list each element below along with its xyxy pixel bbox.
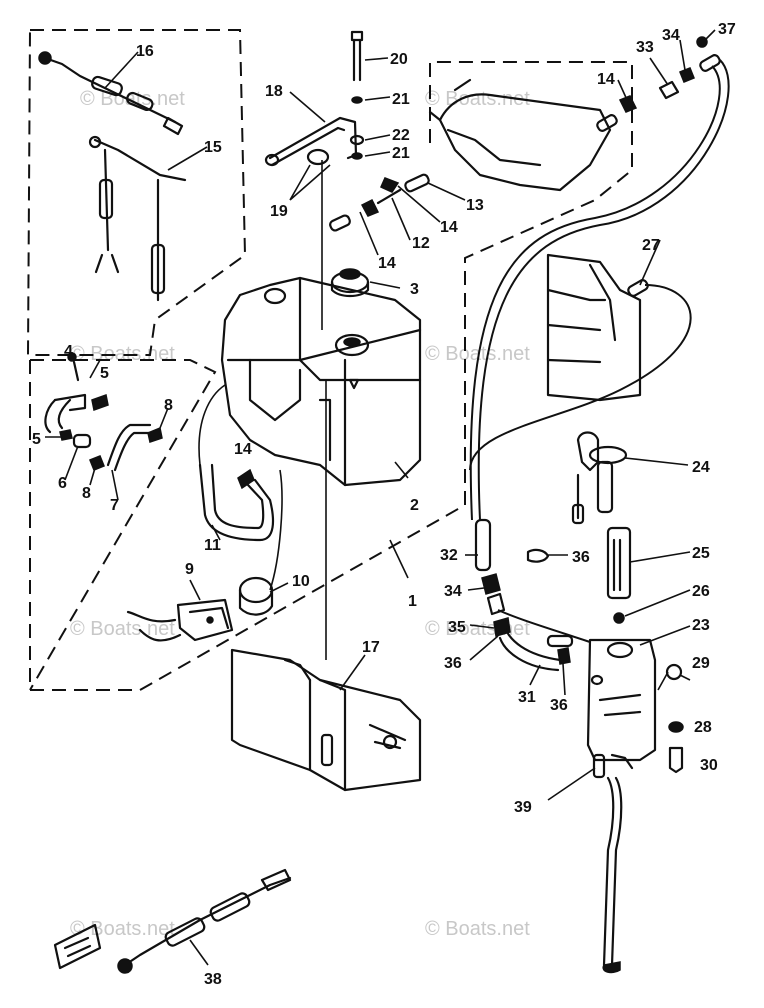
callout-6: 6 — [58, 475, 67, 492]
callout-31: 31 — [518, 689, 536, 706]
group-boundary-right — [30, 61, 633, 691]
oil-tank — [220, 276, 422, 487]
oring-26 — [613, 612, 625, 624]
callout-33: 33 — [636, 39, 654, 56]
leader-lines — [45, 29, 716, 966]
hose-31 — [498, 626, 562, 672]
washers — [349, 96, 365, 160]
watermark-group: © Boats.net © Boats.net © Boats.net © Bo… — [70, 88, 530, 940]
outlet-hose — [592, 753, 634, 974]
callout-38: 38 — [204, 971, 222, 988]
callout-3: 3 — [410, 281, 419, 298]
callout-30: 30 — [700, 757, 718, 774]
grommet-28 — [668, 721, 684, 733]
battery-cable — [38, 51, 184, 136]
callout-21b: 21 — [392, 145, 410, 162]
sensor-24 — [571, 431, 628, 525]
callout-2: 2 — [410, 497, 419, 514]
screw-30 — [668, 746, 684, 774]
callout-5a: 5 — [100, 365, 109, 382]
group-boundary-left — [29, 359, 217, 691]
filter-25 — [606, 526, 632, 600]
callout-28: 28 — [694, 719, 712, 736]
breather-hose — [198, 463, 275, 542]
oil-pump-tank — [586, 638, 657, 762]
callout-24: 24 — [692, 459, 710, 476]
tank-handle — [264, 116, 358, 167]
callout-20: 20 — [390, 51, 408, 68]
watermark: © Boats.net — [425, 918, 530, 940]
hose-to-pump — [497, 609, 591, 643]
callout-21a: 21 — [392, 91, 410, 108]
hose-link-left — [198, 384, 283, 591]
oil-level-sensor — [126, 598, 234, 642]
callout-1: 1 — [408, 593, 417, 610]
callout-35: 35 — [448, 619, 466, 636]
callout-26: 26 — [692, 583, 710, 600]
callout-18: 18 — [265, 83, 283, 100]
callout-labels: 1 2 3 4 5 5 6 7 8 8 9 10 11 12 13 14 14 … — [32, 21, 736, 988]
callout-14d: 14 — [234, 441, 252, 458]
callout-5b: 5 — [32, 431, 41, 448]
callout-13: 13 — [466, 197, 484, 214]
lower-battery-cable — [53, 868, 292, 974]
oil-tank-cap-10 — [238, 576, 274, 616]
hose-32 — [474, 518, 492, 572]
assembly-boundary — [26, 29, 633, 691]
callout-36b: 36 — [444, 655, 462, 672]
callout-27: 27 — [642, 237, 660, 254]
callout-37: 37 — [718, 21, 736, 38]
wiring-lead — [88, 135, 187, 302]
watermark: © Boats.net — [425, 343, 530, 365]
callout-25: 25 — [692, 545, 710, 562]
callout-36a: 36 — [572, 549, 590, 566]
leader-29-line — [657, 671, 669, 691]
callout-36c: 36 — [550, 697, 568, 714]
callout-34a: 34 — [662, 27, 680, 44]
callout-15: 15 — [204, 139, 222, 156]
assembly-line-vertical — [321, 160, 327, 660]
callout-8b: 8 — [82, 485, 91, 502]
bolt — [350, 30, 364, 82]
plug-29 — [665, 663, 683, 681]
elbow-fittings — [44, 352, 163, 472]
callout-14b: 14 — [378, 255, 396, 272]
callout-8a: 8 — [164, 397, 173, 414]
fitting-27 — [627, 279, 649, 297]
watermark: © Boats.net — [425, 618, 530, 640]
callout-14c: 14 — [597, 71, 615, 88]
callout-9: 9 — [185, 561, 194, 578]
callout-32: 32 — [440, 547, 458, 564]
engine-cowling — [428, 78, 612, 192]
fitting-joint — [546, 634, 574, 648]
callout-11: 11 — [204, 537, 221, 554]
hose-27 — [469, 284, 692, 471]
group-boundary-upper-left — [26, 29, 247, 356]
callout-34b: 34 — [444, 583, 462, 600]
callout-4: 4 — [64, 343, 73, 360]
callout-39: 39 — [514, 799, 532, 816]
callout-16: 16 — [136, 43, 154, 60]
tank-cap — [330, 268, 370, 298]
callout-23: 23 — [692, 617, 710, 634]
callout-29: 29 — [692, 655, 710, 672]
oil-feed-hose-inner — [469, 65, 721, 521]
watermark: © Boats.net — [70, 618, 175, 640]
tank-bracket — [230, 648, 422, 792]
callout-12: 12 — [412, 235, 430, 252]
engine-block — [546, 253, 642, 402]
oil-feed-hose — [477, 59, 730, 521]
watermark: © Boats.net — [80, 88, 185, 110]
callout-10: 10 — [292, 573, 310, 590]
callout-19: 19 — [270, 203, 288, 220]
clamp-14 — [237, 468, 255, 490]
callout-14a: 14 — [440, 219, 458, 236]
callout-22: 22 — [392, 127, 410, 144]
callout-17: 17 — [362, 639, 380, 656]
upper-fittings — [329, 173, 430, 232]
callout-7: 7 — [110, 497, 119, 514]
